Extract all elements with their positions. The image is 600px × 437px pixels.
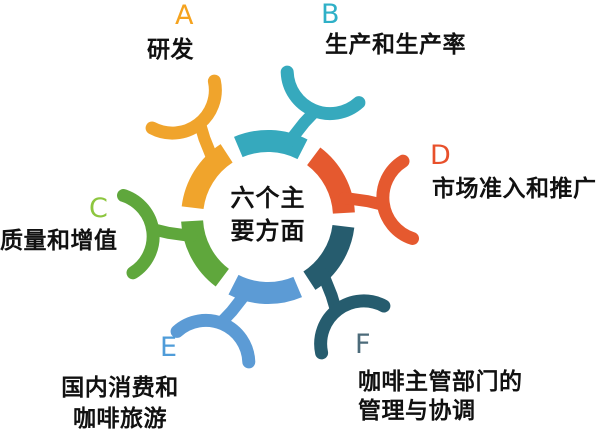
branch-b-label-line1: 生产和生产率 (325, 32, 466, 58)
branch-f-letter: F (355, 329, 371, 360)
branch-a-label-line1: 研发 (147, 37, 194, 63)
center-title-line1: 六个主 (230, 184, 306, 212)
branch-e-letter: E (160, 332, 178, 363)
crescent-e (170, 313, 256, 369)
ring-segment-d (306, 147, 355, 215)
center-title-line2: 要方面 (230, 217, 306, 245)
branch-f-label: 咖啡主管部门的 管理与协调 (358, 368, 523, 426)
ring-segment-e (228, 274, 302, 304)
branch-b-label: 生产和生产率 (325, 30, 466, 61)
center-title: 六个主 要方面 (188, 182, 348, 248)
branch-e-label-line1: 国内消费和 (61, 375, 179, 401)
branch-a-letter: A (175, 0, 194, 31)
ring-segment-f (303, 224, 355, 290)
crescent-f (314, 294, 391, 360)
branch-e-label: 国内消费和 咖啡旅游 (45, 373, 195, 435)
crescent-b (280, 65, 366, 121)
branch-shapes (117, 65, 419, 369)
crescent-a (145, 74, 222, 140)
branch-d-label-line1: 市场准入和推广 (432, 176, 597, 202)
center-circle (208, 157, 328, 277)
crescent-d (376, 154, 419, 245)
branch-d-label: 市场准入和推广 (432, 174, 597, 205)
ring-segment-c (181, 219, 230, 287)
branch-d-letter: D (430, 140, 451, 171)
branch-b-letter: B (321, 0, 340, 30)
branch-f-label-line1: 咖啡主管部门的 (358, 369, 523, 395)
crescent-c (117, 189, 160, 280)
branch-e-label-line2: 咖啡旅游 (73, 406, 167, 432)
branch-f-label-line2: 管理与协调 (358, 398, 476, 424)
branch-c-label: 质量和增值 (0, 226, 118, 257)
branch-c-label-line1: 质量和增值 (0, 228, 118, 254)
ring-segment-b (234, 130, 308, 160)
branch-c-letter: C (89, 193, 108, 224)
branch-a-label: 研发 (147, 35, 194, 66)
ring-segment-a (181, 144, 233, 210)
